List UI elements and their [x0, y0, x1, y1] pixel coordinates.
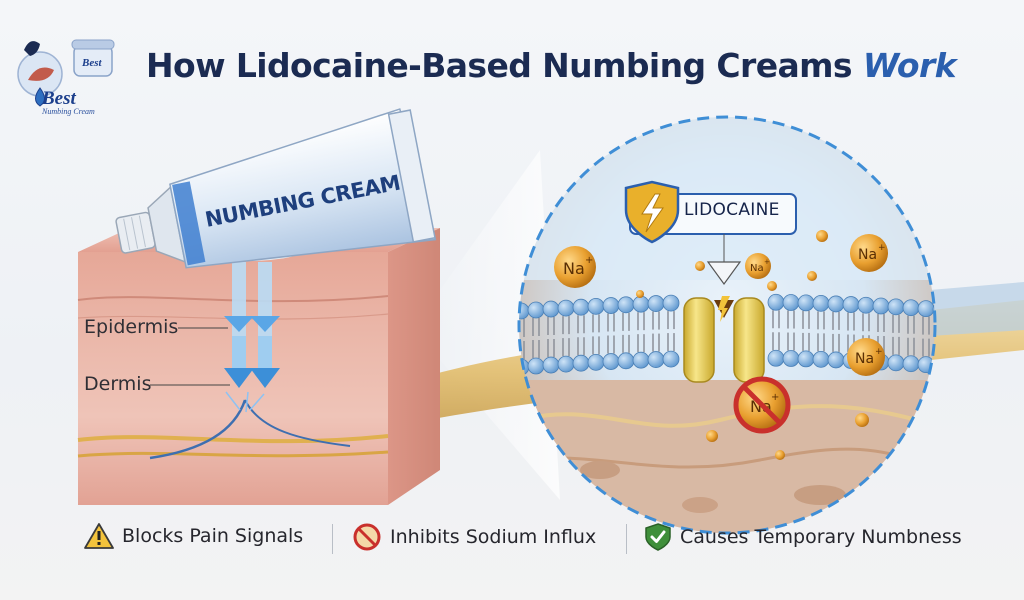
ion-charge: +: [878, 243, 886, 253]
no-sodium-icon: [353, 523, 381, 551]
sodium-ion: Na +: [850, 234, 888, 272]
lidocaine-badge: [624, 180, 797, 286]
shield-check-icon: [645, 523, 671, 551]
divider: [332, 524, 333, 554]
feature-label: Inhibits Sodium Influx: [390, 526, 597, 548]
ion-label: Na: [750, 263, 764, 274]
zoom-circle: [517, 115, 937, 535]
cell-membrane: [519, 293, 935, 376]
ion-charge: +: [764, 258, 770, 266]
prohibit-icon: [733, 376, 791, 434]
feature-item-inhibits-sodium: Inhibits Sodium Influx: [352, 522, 596, 552]
feature-label: Blocks Pain Signals: [122, 525, 304, 547]
ion-label: Na: [563, 259, 585, 278]
numbing-cream-tube: NUMBING CREAM: [115, 108, 437, 269]
logo-tagline: Numbing Cream: [42, 107, 95, 116]
divider: [626, 524, 627, 554]
blocked-sodium-ion: Na +: [733, 376, 791, 434]
feature-item-temporary-numbness: Causes Temporary Numbness: [644, 522, 962, 552]
logo-jar-text: Best: [81, 57, 103, 69]
dermis-label: Dermis: [84, 373, 152, 395]
sodium-ion: Na +: [745, 253, 771, 279]
ion-charge: +: [771, 392, 779, 403]
title-main: How Lidocaine-Based Numbing Creams: [146, 46, 853, 85]
ion-label: Na: [855, 351, 874, 367]
lightning-icon: [641, 193, 664, 233]
title-accent: Work: [862, 46, 957, 85]
sodium-ion: Na +: [847, 338, 885, 376]
sodium-channel: [683, 296, 765, 383]
logo-wordmark: Best: [42, 88, 76, 109]
lidocaine-label: LIDOCAINE: [684, 200, 780, 220]
feature-item-blocks-pain: Blocks Pain Signals: [84, 522, 303, 550]
warning-icon: [84, 523, 114, 549]
feature-label: Causes Temporary Numbness: [680, 526, 962, 548]
ion-charge: +: [875, 347, 883, 357]
ion-label: Na: [858, 247, 877, 263]
ion-charge: +: [585, 255, 593, 266]
brand-logo: Best: [17, 39, 115, 107]
feature-bar: Blocks Pain Signals Inhibits Sodium Infl…: [0, 512, 1024, 562]
sodium-ion: Na +: [554, 246, 596, 288]
page-title: How Lidocaine-Based Numbing Creams Work: [146, 46, 957, 85]
absorption-arrows: [224, 262, 280, 388]
epidermis-label: Epidermis: [84, 316, 179, 338]
